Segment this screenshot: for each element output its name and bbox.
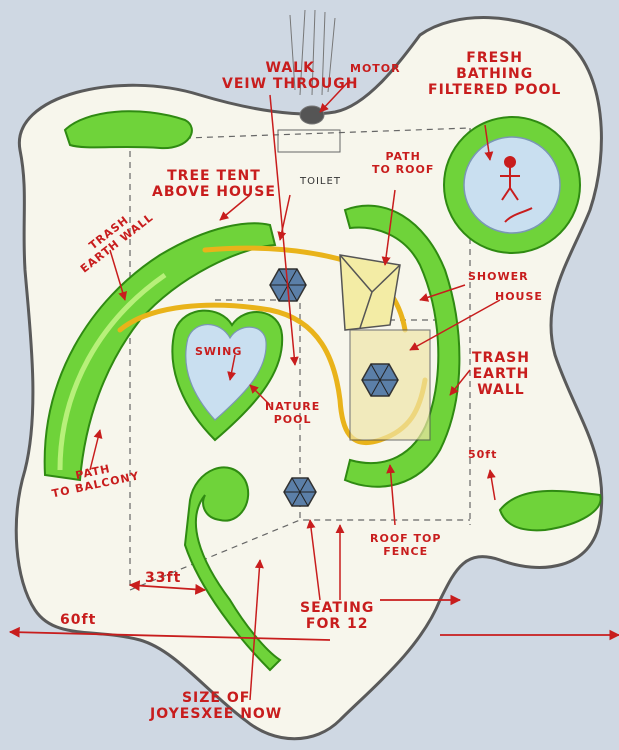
dimension-lines [8, 580, 619, 641]
seating-house [361, 363, 399, 397]
top-left-hedge [63, 110, 193, 150]
label-trash-wall-right: TRASH EARTH WALL [472, 350, 530, 398]
right-bush [498, 489, 602, 532]
label-size-now: SIZE OF JOYESXEE NOW [150, 690, 283, 722]
label-sixty-ft: 60ft [60, 612, 97, 628]
label-thirty-three-ft: 33ft [145, 570, 182, 586]
right-hedge-wall [343, 204, 461, 488]
label-seating: SEATING FOR 12 [300, 600, 375, 632]
label-path-roof: PATH TO ROOF [372, 150, 435, 176]
label-fifty-ft: 50ft [468, 448, 498, 461]
label-toilet: TOILET [300, 176, 341, 187]
label-swing: SWING [195, 345, 243, 358]
label-tree-tent: TREE TENT ABOVE HOUSE [152, 168, 276, 200]
label-motor: MOTOR [350, 62, 401, 75]
left-hedge-highlight [57, 272, 167, 471]
house-structure [339, 254, 431, 441]
seating-bottom [283, 477, 317, 507]
swimmer-figures [500, 156, 533, 223]
fresh-pool-water [463, 136, 561, 234]
nature-pool-water [185, 324, 267, 421]
spiral-hedge [183, 466, 282, 672]
motor-waterfall [277, 9, 341, 153]
label-nature-pool: NATURE POOL [265, 400, 321, 426]
label-rooftop-fence: ROOF TOP FENCE [370, 532, 442, 558]
label-fresh-pool: FRESH BATHING FILTERED POOL [428, 50, 562, 98]
label-shower: SHOWER [468, 270, 529, 283]
label-arrows [89, 79, 501, 701]
label-house: HOUSE [495, 290, 543, 303]
label-walk-view: WALK VEIW THROUGH [222, 60, 359, 92]
